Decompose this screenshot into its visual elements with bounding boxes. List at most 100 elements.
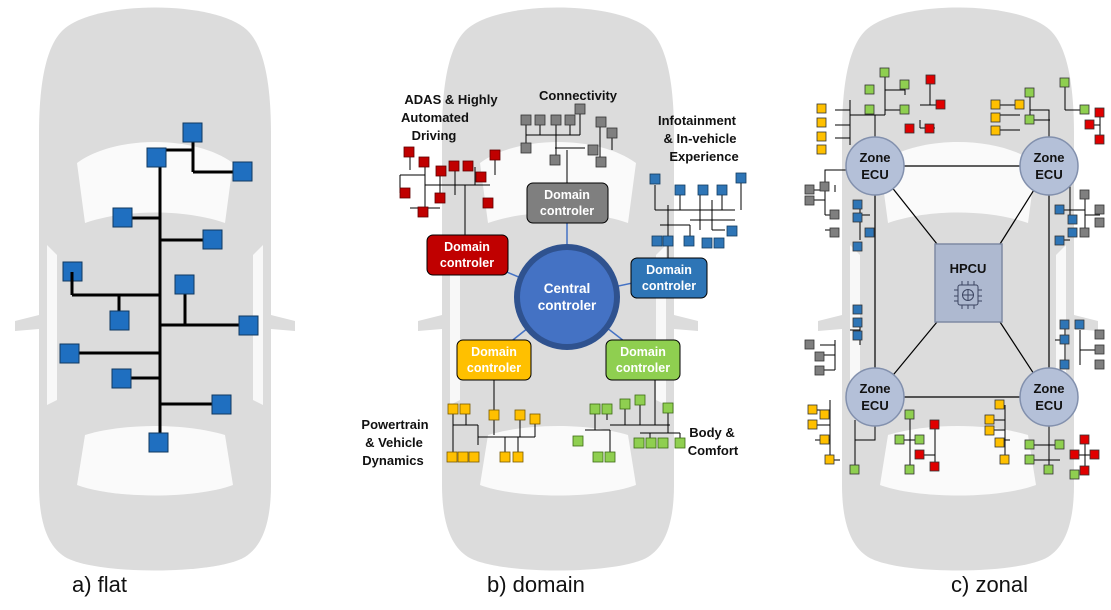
zonal-sensor-node bbox=[1094, 204, 1105, 215]
adas-ecu-node bbox=[482, 197, 494, 209]
zonal-sensor-node bbox=[1094, 344, 1105, 355]
label-adas: ADAS & Highly Automated Driving bbox=[401, 92, 498, 143]
connectivity-ecu-node bbox=[534, 114, 546, 126]
label-powertrain: Powertrain & Vehicle Dynamics bbox=[361, 417, 428, 468]
zonal-sensor-node bbox=[819, 181, 830, 192]
zonal-sensor-node bbox=[816, 103, 827, 114]
zonal-sensor-node bbox=[924, 123, 935, 134]
flat-ecu-node bbox=[111, 368, 132, 389]
svg-text:controler: controler bbox=[642, 279, 696, 293]
zone-ecu-top-left: Zone ECU bbox=[845, 136, 905, 196]
svg-text:Domain: Domain bbox=[444, 240, 490, 254]
svg-text:Zone: Zone bbox=[1033, 150, 1064, 165]
zonal-sensor-node bbox=[1059, 334, 1070, 345]
domain-controller-infotainment: Domain controler bbox=[630, 257, 708, 299]
svg-text:Domain: Domain bbox=[620, 345, 666, 359]
powertrain-ecu-node bbox=[514, 409, 526, 421]
zonal-sensor-node bbox=[1079, 227, 1090, 238]
powertrain-ecu-node bbox=[529, 413, 541, 425]
zonal-sensor-node bbox=[1054, 235, 1065, 246]
adas-ecu-node bbox=[489, 149, 501, 161]
zonal-sensor-node bbox=[1069, 469, 1080, 480]
flat-ecu-node bbox=[238, 315, 259, 336]
domain-controller-adas: Domain controler bbox=[426, 234, 509, 276]
zonal-sensor-node bbox=[1059, 319, 1070, 330]
zonal-sensor-node bbox=[1094, 359, 1105, 370]
adas-ecu-node bbox=[403, 146, 415, 158]
zonal-sensor-node bbox=[899, 104, 910, 115]
adas-ecu-node bbox=[434, 192, 446, 204]
svg-text:Zone: Zone bbox=[859, 150, 890, 165]
body-ecu-node bbox=[619, 398, 631, 410]
zonal-sensor-node bbox=[1084, 119, 1095, 130]
adas-ecu-node bbox=[418, 156, 430, 168]
flat-ecu-node bbox=[182, 122, 203, 143]
body-ecu-node bbox=[572, 435, 584, 447]
infotainment-ecu-node bbox=[674, 184, 686, 196]
svg-text:ECU: ECU bbox=[1035, 398, 1062, 413]
svg-text:Driving: Driving bbox=[412, 128, 457, 143]
powertrain-ecu-node bbox=[457, 451, 469, 463]
zonal-sensor-node bbox=[849, 464, 860, 475]
body-ecu-node bbox=[592, 451, 604, 463]
zonal-sensor-node bbox=[1089, 449, 1100, 460]
zonal-sensor-node bbox=[864, 104, 875, 115]
svg-text:ADAS & Highly: ADAS & Highly bbox=[404, 92, 498, 107]
powertrain-ecu-node bbox=[499, 451, 511, 463]
flat-ecu-node bbox=[211, 394, 232, 415]
zonal-sensor-node bbox=[914, 434, 925, 445]
connectivity-ecu-node bbox=[520, 142, 532, 154]
infotainment-ecu-node bbox=[713, 237, 725, 249]
zonal-sensor-node bbox=[994, 437, 1005, 448]
connectivity-ecu-node bbox=[595, 116, 607, 128]
svg-text:Body &: Body & bbox=[689, 425, 735, 440]
zonal-sensor-node bbox=[1024, 439, 1035, 450]
svg-text:Automated: Automated bbox=[401, 110, 469, 125]
zonal-sensor-node bbox=[1024, 114, 1035, 125]
infotainment-ecu-node bbox=[649, 173, 661, 185]
zonal-architecture: HPCU Zone ECU Zone ECU Zone ECU Zone ECU bbox=[804, 67, 1105, 480]
flat-ecu-node bbox=[174, 274, 195, 295]
zonal-sensor-node bbox=[852, 199, 863, 210]
svg-text:Domain: Domain bbox=[544, 188, 590, 202]
body-ecu-node bbox=[633, 437, 645, 449]
svg-text:controler: controler bbox=[467, 361, 521, 375]
zonal-sensor-node bbox=[1094, 107, 1105, 118]
zonal-sensor-node bbox=[1024, 454, 1035, 465]
body-ecu-node bbox=[657, 437, 669, 449]
zonal-sensor-node bbox=[904, 123, 915, 134]
car-silhouette-flat bbox=[15, 7, 295, 571]
svg-text:controler: controler bbox=[616, 361, 670, 375]
infotainment-ecu-node bbox=[683, 235, 695, 247]
svg-text:HPCU: HPCU bbox=[950, 261, 987, 276]
flat-ecu-node bbox=[148, 432, 169, 453]
zonal-sensor-node bbox=[852, 317, 863, 328]
processor-chip-icon bbox=[954, 281, 982, 309]
adas-ecu-node bbox=[399, 187, 411, 199]
label-connectivity: Connectivity bbox=[539, 88, 618, 103]
connectivity-ecu-node bbox=[564, 114, 576, 126]
zonal-sensor-node bbox=[824, 454, 835, 465]
connectivity-ecu-node bbox=[595, 156, 607, 168]
zonal-sensor-node bbox=[1067, 227, 1078, 238]
svg-text:Comfort: Comfort bbox=[688, 443, 739, 458]
zonal-sensor-node bbox=[864, 227, 875, 238]
powertrain-ecu-node bbox=[459, 403, 471, 415]
zonal-sensor-node bbox=[864, 84, 875, 95]
body-ecu-node bbox=[634, 394, 646, 406]
zonal-sensor-node bbox=[984, 414, 995, 425]
flat-ecu-node bbox=[59, 343, 80, 364]
zonal-sensor-node bbox=[1014, 99, 1025, 110]
zonal-sensor-node bbox=[852, 241, 863, 252]
zonal-sensor-node bbox=[1043, 464, 1054, 475]
svg-text:Powertrain: Powertrain bbox=[361, 417, 428, 432]
svg-text:controler: controler bbox=[440, 256, 494, 270]
powertrain-ecu-node bbox=[512, 451, 524, 463]
zonal-sensor-node bbox=[829, 209, 840, 220]
infotainment-ecu-node bbox=[735, 172, 747, 184]
zonal-sensor-node bbox=[1054, 439, 1065, 450]
zonal-sensor-node bbox=[990, 125, 1001, 136]
zonal-sensor-node bbox=[904, 464, 915, 475]
adas-ecu-node bbox=[475, 171, 487, 183]
